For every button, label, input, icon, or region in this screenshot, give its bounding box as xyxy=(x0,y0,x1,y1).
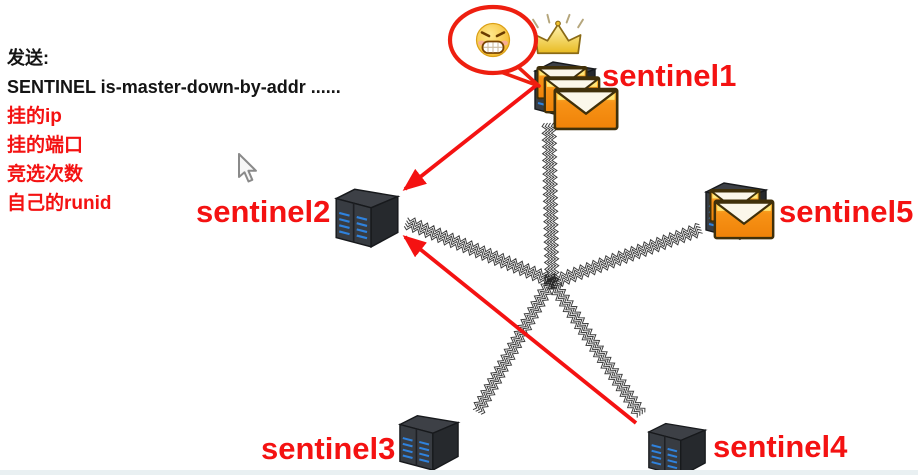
zigzag-link-sentinel4 xyxy=(545,279,641,416)
server-icon xyxy=(641,416,713,475)
zigzag-link-sentinel4 xyxy=(550,276,646,413)
mail-envelope-icon xyxy=(713,196,775,240)
zigzag-link-sentinel1 xyxy=(550,122,560,283)
arrow-sentinel4-to-sentinel2 xyxy=(402,235,638,425)
annotation-param-ip: 挂的ip xyxy=(7,106,62,127)
zigzag-link-sentinel3 xyxy=(475,277,551,412)
server-icon xyxy=(330,181,404,249)
annotation-block: 发送: SENTINEL is-master-down-by-addr ....… xyxy=(7,44,341,218)
node-label-sentinel2: sentinel2 xyxy=(196,194,331,229)
node-label-sentinel1: sentinel1 xyxy=(602,58,737,93)
zigzag-link-sentinel2 xyxy=(404,222,555,287)
zigzag-link-sentinel3 xyxy=(472,276,549,411)
zigzag-link-sentinel4 xyxy=(548,277,643,415)
annotation-param-votes: 竞选次数 xyxy=(7,164,84,185)
zigzag-link-sentinel4 xyxy=(543,281,638,418)
zigzag-link-sentinel1 xyxy=(547,122,557,283)
zigzag-link-sentinel2 xyxy=(407,217,558,281)
node-label-sentinel5: sentinel5 xyxy=(779,194,914,229)
zigzag-link-sentinel3 xyxy=(478,279,554,414)
zigzag-link-sentinel3 xyxy=(480,280,557,415)
annotation-param-runid: 自己的runid xyxy=(7,193,112,214)
bottom-strip xyxy=(0,470,918,475)
zigzag-link-sentinel5 xyxy=(552,231,703,290)
zigzag-link-sentinel1 xyxy=(544,122,554,283)
zigzag-link-sentinel2 xyxy=(406,220,556,284)
zigzag-link-sentinel5 xyxy=(551,228,702,287)
zigzag-link-sentinel5 xyxy=(549,222,700,281)
zigzag-link-sentinel5 xyxy=(550,225,701,284)
server-icon xyxy=(394,408,464,472)
speech-bubble-icon xyxy=(447,4,541,88)
annotation-title: 发送: xyxy=(7,48,49,68)
annotation-param-port: 挂的端口 xyxy=(7,135,84,156)
arrow-sentinel1-to-sentinel2 xyxy=(402,82,540,191)
zigzag-link-sentinel1 xyxy=(541,122,551,283)
node-label-sentinel3: sentinel3 xyxy=(261,431,396,466)
zigzag-link-sentinel2 xyxy=(403,225,554,290)
node-label-sentinel4: sentinel4 xyxy=(713,429,848,464)
evil-grin-emoji-icon xyxy=(475,22,511,58)
mouse-cursor-icon xyxy=(238,153,257,183)
annotation-command: SENTINEL is-master-down-by-addr ...... xyxy=(7,77,341,97)
